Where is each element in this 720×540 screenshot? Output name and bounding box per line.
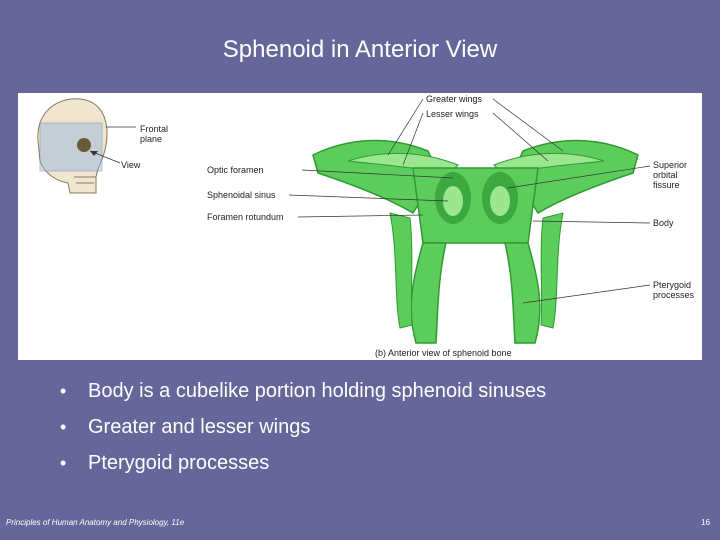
label-view: View <box>121 160 140 170</box>
label-body: Body <box>653 218 674 228</box>
label-optic-foramen: Optic foramen <box>207 165 264 175</box>
footer-text: Principles of Human Anatomy and Physiolo… <box>6 518 184 527</box>
bullet-item: Body is a cubelike portion holding sphen… <box>60 376 546 412</box>
figure-caption: (b) Anterior view of sphenoid bone <box>375 348 512 358</box>
page-number: 16 <box>701 518 710 527</box>
label-greater-wings: Greater wings <box>426 94 482 104</box>
sphenoid-illustration <box>18 93 702 360</box>
label-frontal-plane: Frontal plane <box>140 124 180 144</box>
label-lesser-wings: Lesser wings <box>426 109 479 119</box>
label-sphenoidal-sinus: Sphenoidal sinus <box>207 190 276 200</box>
label-foramen-rotundum: Foramen rotundum <box>207 212 284 222</box>
label-pterygoid-processes: Pterygoid processes <box>653 280 701 300</box>
bullet-list: Body is a cubelike portion holding sphen… <box>60 376 546 484</box>
slide-title: Sphenoid in Anterior View <box>0 36 720 64</box>
skull-inset-icon <box>38 99 136 193</box>
sphenoid-bone-icon <box>313 140 638 343</box>
bullet-item: Pterygoid processes <box>60 448 546 484</box>
label-superior-orbital-fissure: Superior orbital fissure <box>653 160 699 190</box>
bullet-item: Greater and lesser wings <box>60 412 546 448</box>
sphenoid-figure: Frontal plane View Greater wings Lesser … <box>18 93 702 360</box>
